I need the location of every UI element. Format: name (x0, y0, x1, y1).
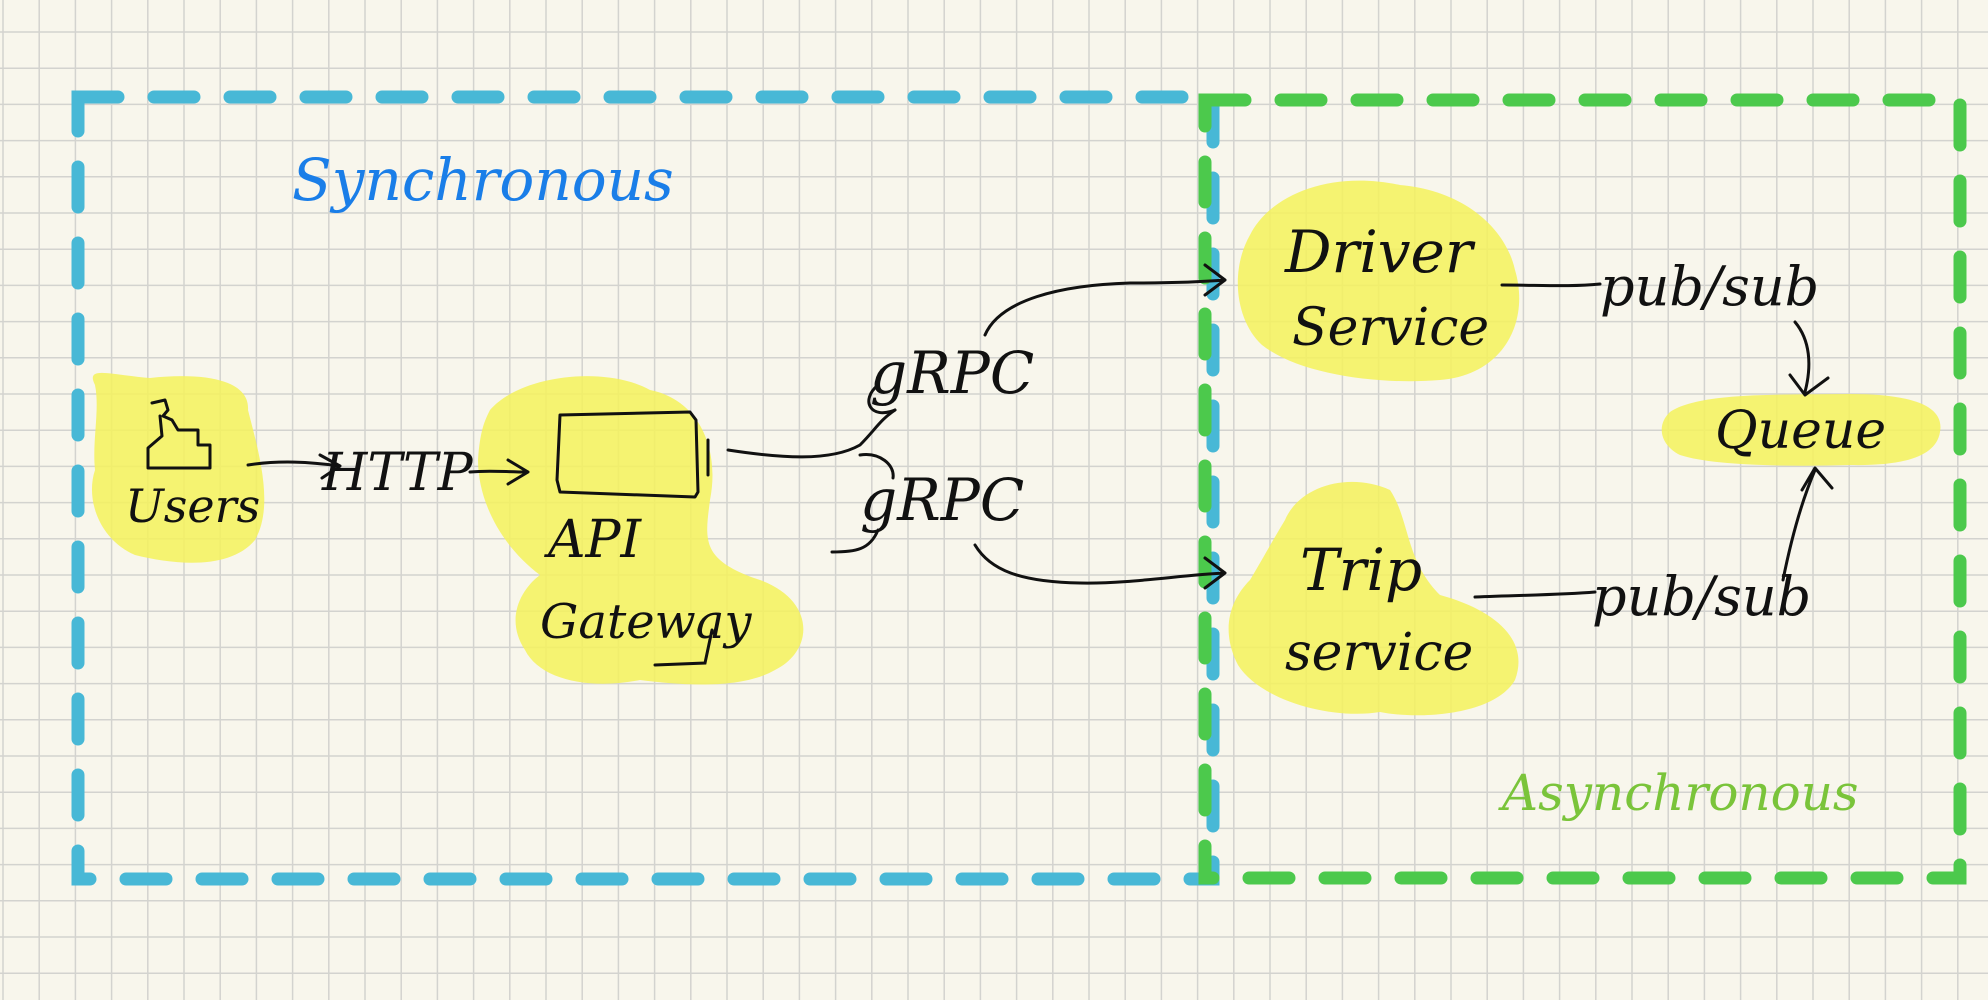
queue-label: Queue (1715, 401, 1886, 461)
driver-service-highlight (1237, 180, 1520, 382)
async-region-label: Asynchronous (1498, 764, 1859, 822)
trip-to-pubsub-line (1473, 590, 1597, 599)
grpc-lower-tail (830, 528, 880, 554)
queue-highlight (1661, 394, 1941, 466)
pubsub-lower-edge-label: pub/sub (1592, 565, 1811, 628)
http-edge-label: HTTP (321, 443, 474, 503)
grpc-upper-edge-label: gRPC (870, 339, 1034, 407)
trip-service-label-line1: Trip (1300, 536, 1422, 604)
gateway-underline (653, 628, 714, 667)
trip-service-label-line2: service (1285, 623, 1473, 683)
driver-service-node: Driver Service (1284, 218, 1489, 358)
api-gateway-label-line1: API (544, 510, 643, 570)
user-icon (146, 398, 212, 470)
users-label: Users (125, 479, 260, 533)
grpc-upper-hook (867, 383, 897, 415)
users-to-http-arrow (246, 453, 342, 480)
grpc-lower-edge-label: gRPC (860, 466, 1024, 534)
sync-region-label: Synchronous (292, 146, 674, 214)
async-region-border (1198, 93, 1967, 885)
queue-node: Queue (1715, 401, 1886, 461)
box-icon (555, 410, 710, 499)
edges (246, 263, 1834, 599)
driver-service-label-line1: Driver (1284, 218, 1476, 286)
pubsub-lower-to-queue-arrow (1781, 466, 1834, 582)
driver-service-label-line2: Service (1292, 298, 1489, 358)
gateway-to-driver-line (726, 408, 897, 459)
driver-to-pubsub-line (1500, 282, 1602, 288)
grpc-to-driver-arrow (983, 263, 1227, 337)
http-to-gateway-arrow (468, 458, 530, 486)
grpc-to-trip-arrow (973, 543, 1227, 590)
pubsub-upper-edge-label: pub/sub (1600, 255, 1819, 318)
highlights (91, 180, 1941, 716)
trip-service-highlight (1228, 481, 1519, 716)
api-gateway-label-line2: Gateway (540, 594, 752, 650)
pubsub-to-queue-arrow (1788, 320, 1830, 397)
sync-region-border (71, 90, 1220, 886)
trip-service-node: Trip service (1285, 536, 1473, 683)
users-node: Users (125, 398, 260, 533)
api-gateway-node: API Gateway (540, 410, 752, 667)
grpc-lower-hook (858, 453, 895, 480)
